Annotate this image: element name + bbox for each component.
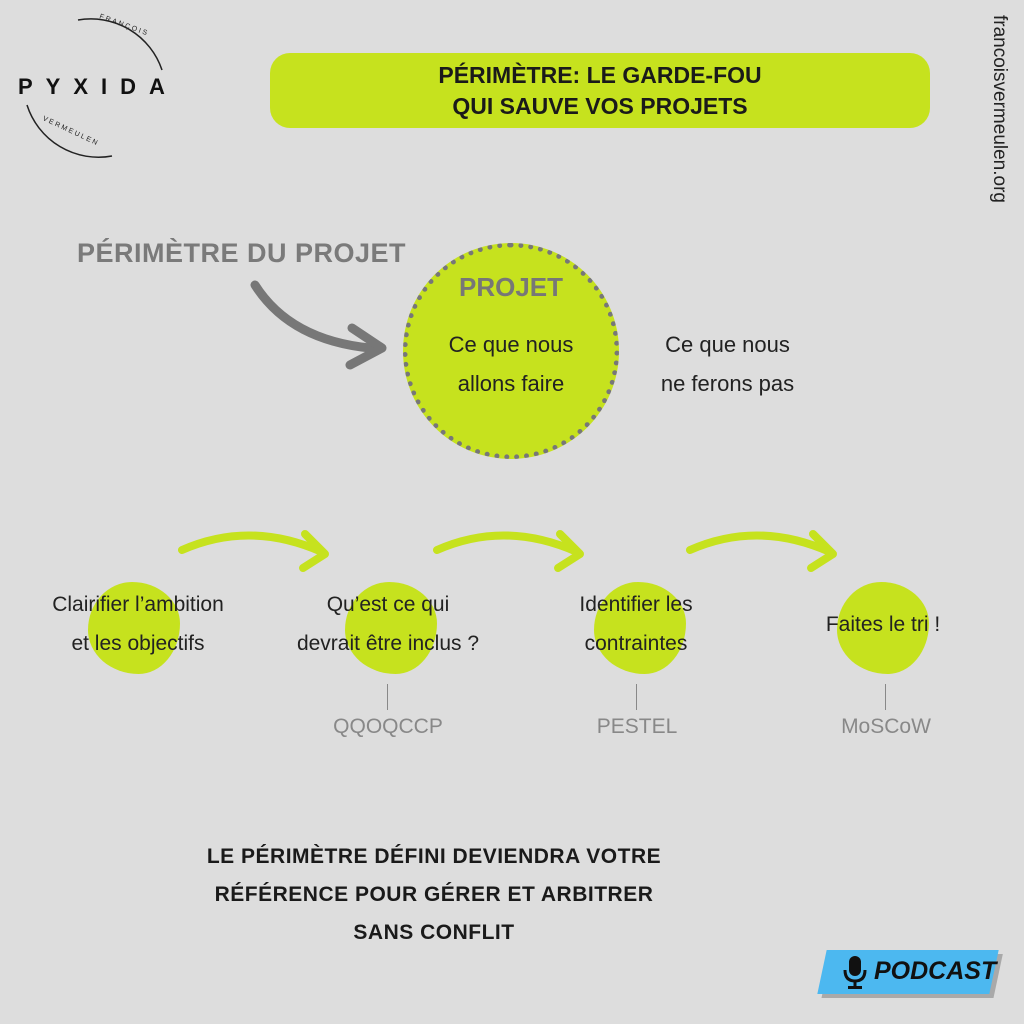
scope-arrow-icon — [250, 280, 387, 370]
step-4-line-1: Faites le tri ! — [825, 613, 941, 636]
step-blob — [345, 582, 437, 674]
conclusion-line-2: RÉFÉRENCE POUR GÉRER ET ARBITRER — [214, 883, 654, 906]
step-3-line-2: contraintes — [584, 632, 688, 655]
arrow-head-icon — [807, 530, 837, 572]
podcast-badge[interactable]: PODCAST — [817, 950, 1000, 994]
logo-brand: PYXIDA — [18, 74, 178, 99]
inside-line-1: Ce que nous — [448, 332, 574, 357]
step-3-line-1: Identifier les — [579, 593, 693, 616]
arrow-icon — [178, 531, 326, 556]
outside-line-1: Ce que nous — [665, 332, 790, 357]
conclusion-line-1: LE PÉRIMÈTRE DÉFINI DEVIENDRA VOTRE — [206, 845, 662, 868]
step-1: Clairifier l’ambition et les objectifs — [8, 585, 268, 663]
outside-line-2: ne ferons pas — [660, 371, 795, 396]
step-4: Faites le tri ! — [753, 605, 1013, 644]
arrow-head-icon — [299, 530, 329, 572]
step-blob — [88, 582, 180, 674]
tool-moscow: MoSCoW — [841, 715, 931, 738]
step-1-line-1: Clairifier l’ambition — [52, 593, 224, 616]
title-line-1: PÉRIMÈTRE: LE GARDE-FOU — [438, 62, 762, 88]
conclusion-line-3: SANS CONFLIT — [353, 921, 515, 944]
arrow-icon — [433, 531, 581, 556]
website-link[interactable]: francoisvermeulen.org — [989, 15, 1010, 203]
inside-line-2: allons faire — [457, 371, 565, 396]
microphone-icon — [843, 956, 867, 989]
podcast-label: PODCAST — [874, 957, 997, 985]
logo-arcs — [26, 18, 163, 158]
page-title: PÉRIMÈTRE: LE GARDE-FOU QUI SAUVE VOS PR… — [270, 53, 930, 128]
title-line-2: QUI SAUVE VOS PROJETS — [452, 93, 748, 119]
conclusion-text: LE PÉRIMÈTRE DÉFINI DEVIENDRA VOTRE RÉFÉ… — [160, 838, 708, 952]
tool-connector — [387, 684, 388, 710]
project-circle — [403, 243, 619, 459]
outside-scope-text: Ce que nous ne ferons pas — [630, 325, 825, 403]
step-3: Identifier les contraintes — [506, 585, 766, 663]
step-1-line-2: et les objectifs — [71, 632, 205, 655]
step-2: Qu’est ce qui devrait être inclus ? — [258, 585, 518, 663]
step-2-line-2: devrait être inclus ? — [296, 632, 480, 655]
scope-label: PÉRIMÈTRE DU PROJET — [77, 238, 407, 268]
tool-qqoqccp: QQOQCCP — [333, 715, 443, 738]
inside-scope-text: Ce que nous allons faire — [413, 325, 609, 403]
tool-connector — [885, 684, 886, 710]
step-arrows — [178, 530, 837, 572]
step-blob — [837, 582, 929, 674]
tool-connector — [636, 684, 637, 710]
arrow-head-icon — [554, 530, 584, 572]
step-2-line-1: Qu’est ce qui — [326, 593, 450, 616]
arrow-icon — [686, 531, 834, 556]
project-title: PROJET — [458, 272, 564, 302]
tool-pestel: PESTEL — [596, 715, 678, 738]
pyxida-logo: PYXIDA FRANÇOIS VERMEULEN — [0, 0, 200, 170]
step-blob — [594, 582, 686, 674]
